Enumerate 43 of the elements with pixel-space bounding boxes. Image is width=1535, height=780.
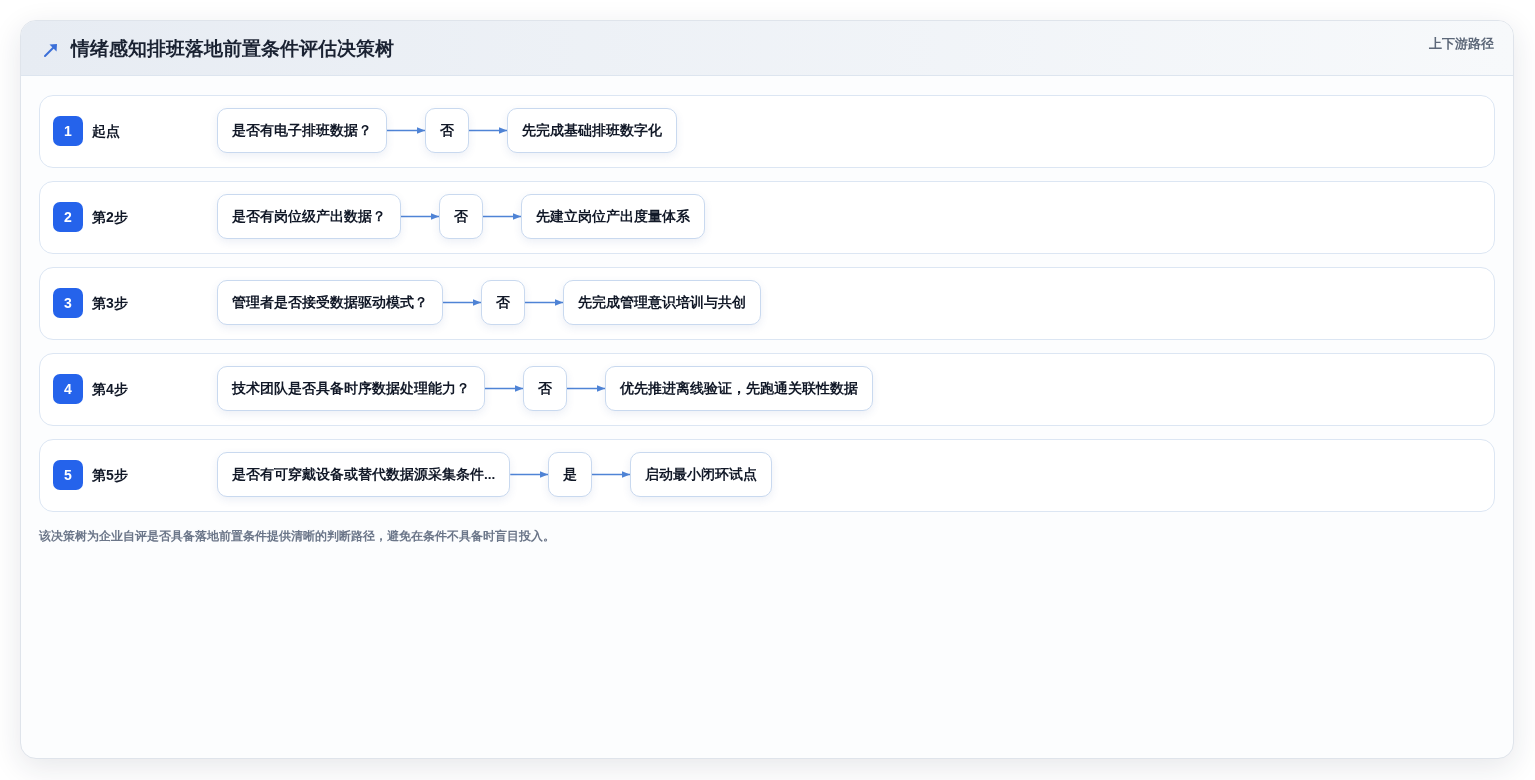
step-card bbox=[39, 353, 1495, 426]
header-label: 上下游路径 bbox=[1429, 35, 1494, 53]
step-label: 第3步 bbox=[92, 294, 128, 312]
step-label: 第5步 bbox=[92, 466, 128, 484]
number-badge: 3 bbox=[53, 288, 83, 318]
question-box: 技术团队是否具备时序数据处理能力？ bbox=[217, 366, 485, 411]
arrow bbox=[386, 127, 426, 134]
step-label: 第2步 bbox=[92, 208, 128, 226]
step-card bbox=[39, 439, 1495, 512]
decision-box: 否 bbox=[523, 366, 567, 411]
decision-box: 否 bbox=[425, 108, 469, 153]
action-box: 先完成管理意识培训与共创 bbox=[563, 280, 761, 325]
caption-text: 该决策树为企业自评是否具备落地前置条件提供清晰的判断路径，避免在条件不具备时盲目投入。 bbox=[39, 528, 555, 544]
arrow bbox=[591, 471, 631, 478]
step-label: 起点 bbox=[92, 122, 120, 140]
step-card bbox=[39, 267, 1495, 340]
arrow bbox=[482, 213, 522, 220]
arrow bbox=[566, 385, 606, 392]
number-badge: 2 bbox=[53, 202, 83, 232]
decision-box: 否 bbox=[439, 194, 483, 239]
question-box: 是否有电子排班数据？ bbox=[217, 108, 387, 153]
arrow bbox=[442, 299, 482, 306]
number-badge: 1 bbox=[53, 116, 83, 146]
arrow bbox=[484, 385, 524, 392]
arrow bbox=[509, 471, 549, 478]
number-badge: 4 bbox=[53, 374, 83, 404]
action-box: 先完成基础排班数字化 bbox=[507, 108, 677, 153]
action-box: 优先推进离线验证，先跑通关联性数据 bbox=[605, 366, 873, 411]
number-badge: 5 bbox=[53, 460, 83, 490]
step-card bbox=[39, 95, 1495, 168]
arrow bbox=[400, 213, 440, 220]
decision-box: 否 bbox=[481, 280, 525, 325]
action-box: 先建立岗位产出度量体系 bbox=[521, 194, 705, 239]
diagram-title: 情绪感知排班落地前置条件评估决策树 bbox=[71, 37, 394, 61]
decision-box: 是 bbox=[548, 452, 592, 497]
question-box: 管理者是否接受数据驱动模式？ bbox=[217, 280, 443, 325]
arrow bbox=[524, 299, 564, 306]
step-label: 第4步 bbox=[92, 380, 128, 398]
step-card bbox=[39, 181, 1495, 254]
question-box: 是否有可穿戴设备或替代数据源采集条件... bbox=[217, 452, 511, 497]
action-box: 启动最小闭环试点 bbox=[630, 452, 772, 497]
question-box: 是否有岗位级产出数据？ bbox=[217, 194, 401, 239]
arrow bbox=[468, 127, 508, 134]
